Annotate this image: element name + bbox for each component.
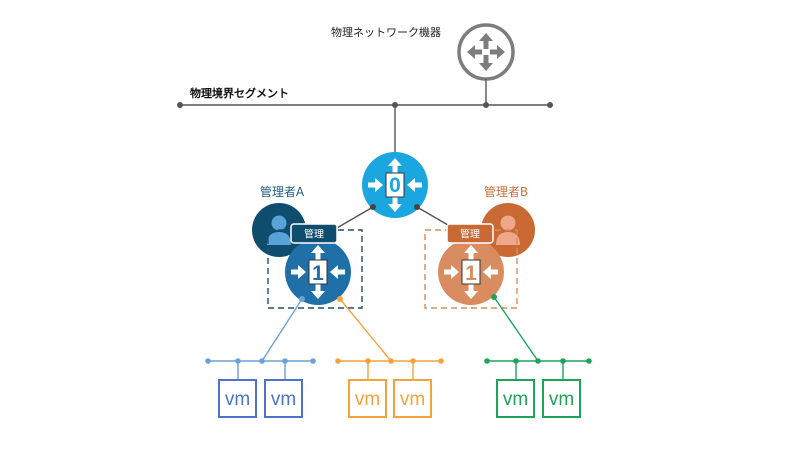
admin-b-label: 管理者B — [484, 184, 528, 199]
vm-label: vm — [400, 389, 425, 410]
vm-segment-b — [335, 358, 444, 380]
tier0-router-icon: 0 — [362, 152, 428, 218]
tier0-digit: 0 — [389, 174, 401, 197]
vm-label: vm — [503, 389, 528, 410]
admin-b-badge — [446, 223, 494, 244]
vm-label: vm — [355, 389, 380, 410]
admin-a-scope-box — [267, 229, 363, 309]
admin-a-label: 管理者A — [260, 184, 305, 199]
vm-label: vm — [549, 389, 574, 410]
tier1-router-b-icon: 1 — [438, 239, 504, 305]
admin-a-badge — [290, 223, 338, 244]
vm-box[interactable] — [348, 379, 387, 418]
vm-box[interactable] — [264, 379, 303, 418]
vm-box[interactable] — [496, 379, 535, 418]
admin-a-badge-label: 管理 — [304, 228, 324, 241]
vm-box[interactable] — [218, 379, 257, 418]
physical-segment — [177, 102, 553, 108]
vm-label: vm — [271, 389, 296, 410]
vm-box[interactable] — [393, 379, 432, 418]
segment-a-link — [261, 298, 303, 362]
vm-label: vm — [225, 389, 250, 410]
admin-b-badge-label: 管理 — [460, 228, 480, 241]
vm-box[interactable] — [542, 379, 581, 418]
vm-segment-a — [205, 358, 316, 380]
router-icon — [457, 23, 515, 81]
tier0-port — [414, 204, 420, 210]
tier0-port — [370, 204, 376, 210]
vm-segment-c — [484, 358, 592, 380]
segment-b-link — [339, 298, 392, 362]
segment-c-link — [493, 296, 539, 362]
device-label: 物理ネットワーク機器 — [331, 25, 441, 39]
tier1-b-digit: 1 — [465, 262, 477, 285]
segment-label: 物理境界セグメント — [190, 86, 289, 100]
tier1-router-a-icon: 1 — [285, 239, 351, 305]
tier1-a-digit: 1 — [312, 262, 324, 285]
